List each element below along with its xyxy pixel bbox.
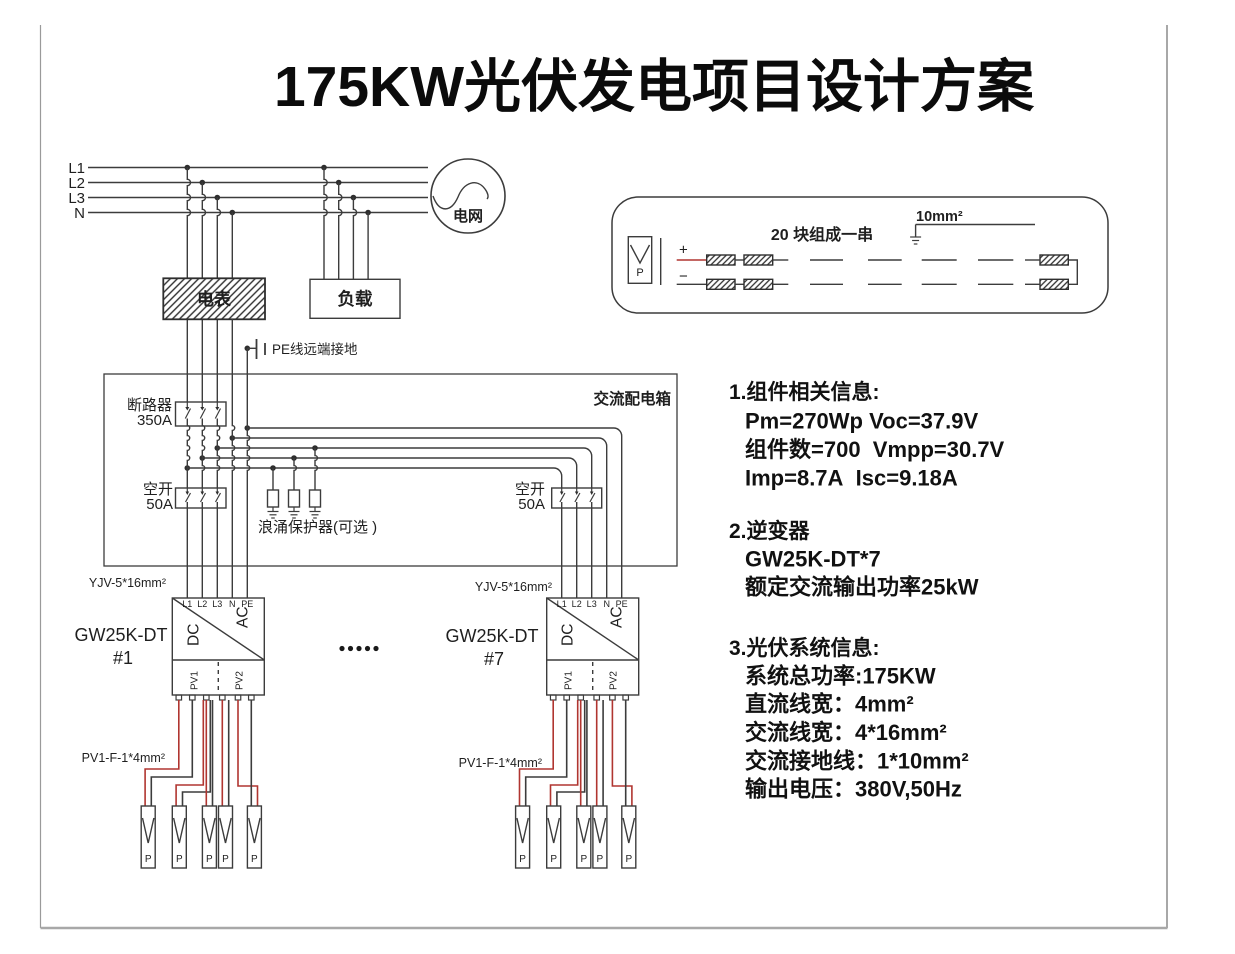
note-3-line-2: 直流线宽：4mm²: [745, 692, 914, 717]
svg-text:P: P: [636, 267, 643, 279]
right-switch-name: 空开: [515, 481, 545, 498]
circuit-breaker: 断路器 350A: [127, 397, 227, 429]
note-2-line-1: GW25K-DT*7: [745, 546, 881, 571]
plus-label: +: [679, 242, 688, 259]
string-pv-symbol: P: [627, 235, 662, 285]
grid-source: 电网: [430, 158, 506, 234]
inverter-1-cable: YJV-5*16mm²: [89, 576, 166, 590]
line-label-l2: L2: [68, 175, 85, 192]
pe-ground-label: PE线远端接地: [272, 341, 358, 357]
inverter-1-number: #1: [113, 648, 133, 668]
right-switch-rating: 50A: [518, 496, 545, 513]
ground-wire-label: 10mm²: [916, 209, 963, 225]
notes: 1.组件相关信息: Pm=270Wp Voc=37.9V 组件数=700 Vmp…: [729, 380, 1005, 802]
note-2-heading: 2.逆变器: [729, 519, 811, 543]
inverter-1-pv-cable: PV1-F-1*4mm²: [82, 751, 165, 765]
line-label-l1: L1: [68, 160, 85, 177]
note-3-line-3: 交流线宽：4*16mm²: [745, 720, 947, 745]
ellipsis: [339, 645, 379, 652]
note-2-line-2: 额定交流输出功率25kW: [745, 575, 979, 600]
ac-distribution-box: 交流配电箱: [103, 373, 678, 567]
grid-source-label: 电网: [453, 207, 483, 225]
string-ground: 10mm²: [910, 209, 1035, 245]
inverter-1: GW25K-DT #1 YJV-5*16mm² PV1-F-1*4mm²: [74, 576, 266, 869]
busbars: [184, 319, 623, 598]
note-1-line-1: Pm=270Wp Voc=37.9V: [745, 408, 978, 433]
series-label: 20 块组成一串: [771, 225, 873, 244]
meter: 电表: [162, 277, 266, 321]
load-feeders: [321, 164, 371, 280]
pe-ground: PE线远端接地: [244, 339, 358, 359]
note-3-line-1: 系统总功率:175KW: [745, 663, 936, 688]
meter-label: 电表: [197, 289, 232, 309]
line-label-l3: L3: [68, 190, 85, 207]
breaker-name: 断路器: [127, 397, 172, 414]
surge-protectors: 浪涌保护器(可选 ): [258, 445, 377, 536]
load-label: 负载: [338, 289, 373, 309]
line-label-n: N: [74, 205, 85, 222]
note-3-heading: 3.光伏系统信息:: [729, 636, 880, 660]
spd-label: 浪涌保护器(可选 ): [258, 519, 377, 536]
note-1-heading: 1.组件相关信息:: [729, 380, 880, 404]
inverter-7-cable: YJV-5*16mm²: [475, 580, 552, 594]
slide-frame: [39, 25, 1168, 930]
note-3-line-4: 交流接地线：1*10mm²: [745, 748, 969, 773]
load: 负载: [309, 278, 401, 319]
left-switch-name: 空开: [143, 481, 173, 498]
inverter-7-number: #7: [484, 649, 504, 669]
grid-lines: L1 L2 L3 N: [68, 160, 428, 222]
inverter-7-model: GW25K-DT: [445, 626, 538, 646]
note-1-line-2: 组件数=700 Vmpp=30.7V: [745, 437, 1005, 462]
note-3-line-5: 输出电压：380V,50Hz: [745, 777, 962, 802]
left-switch-rating: 50A: [146, 496, 173, 513]
page-title: 175KW光伏发电项目设计方案: [274, 55, 1035, 119]
string-diagram: P + −: [611, 196, 1109, 314]
inverter-7: GW25K-DT #7 YJV-5*16mm² PV1-F-1*4mm²: [445, 580, 640, 869]
inverter-1-model: GW25K-DT: [74, 625, 167, 645]
breaker-rating: 350A: [137, 412, 172, 429]
left-switch: 空开 50A: [143, 481, 227, 598]
ac-box-label: 交流配电箱: [593, 389, 671, 408]
inverter-7-pv-cable: PV1-F-1*4mm²: [459, 756, 542, 770]
note-1-line-3: Imp=8.7A Isc=9.18A: [745, 465, 958, 490]
meter-feeders: [184, 164, 236, 402]
minus-label: −: [679, 268, 688, 285]
right-switch: 空开 50A: [515, 481, 603, 598]
